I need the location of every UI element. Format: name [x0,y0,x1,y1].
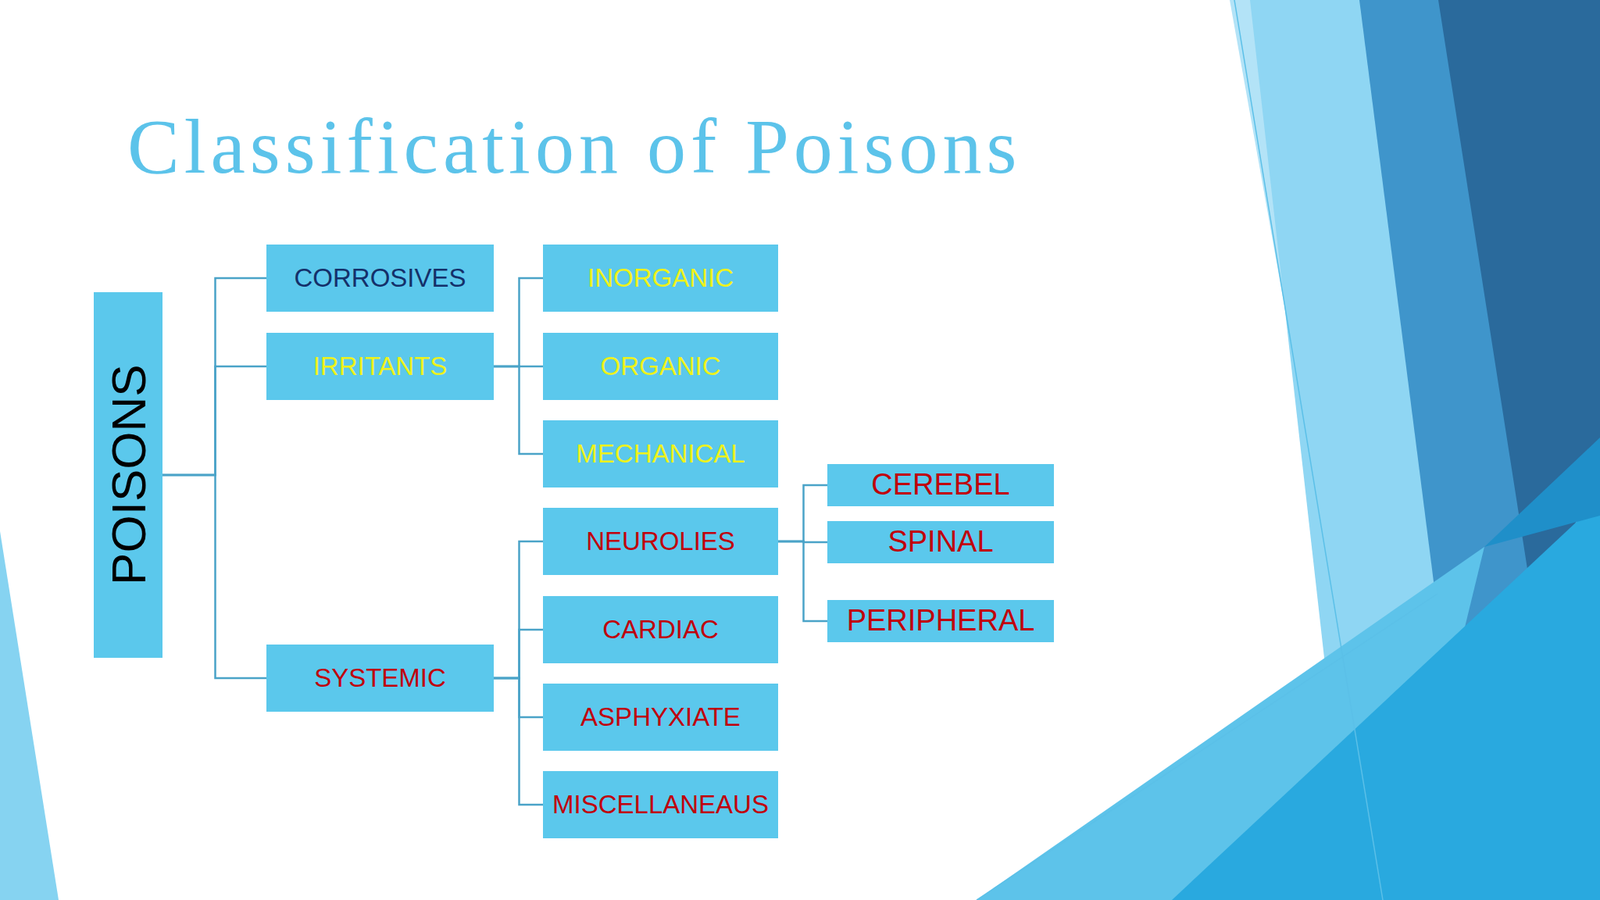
box-label: CARDIAC [602,614,719,645]
box-label: MISCELLANEAUS [552,789,769,820]
category-box: ASPHYXIATE [542,683,779,751]
category-box: INORGANIC [542,244,779,312]
box-label: SPINAL [887,525,993,560]
root-box: POISONS [93,292,163,658]
bright-triangle [1171,500,1600,900]
box-label: ASPHYXIATE [580,702,741,733]
box-label: CEREBEL [871,467,1010,503]
category-box: CORROSIVES [266,244,494,312]
thin-line [1234,0,1383,900]
tree-connector [493,629,543,679]
box-label: IRRITANTS [313,351,448,382]
category-box: SPINAL [827,521,1054,564]
tree-connector [778,541,828,622]
tree-connector [493,366,543,454]
category-box: NEUROLIES [542,507,779,575]
category-box: SYSTEMIC [266,644,494,712]
box-label: PERIPHERAL [846,603,1036,639]
left-strip [0,531,59,900]
category-box: MISCELLANEAUS [542,771,779,839]
category-box: MECHANICAL [542,420,779,488]
tree-connector [493,678,543,805]
category-box: IRRITANTS [266,332,494,400]
category-box: CARDIAC [542,596,779,664]
tree-connector [493,541,543,679]
tree-connector [162,475,267,679]
category-box: CEREBEL [827,464,1054,507]
box-label: NEUROLIES [585,526,736,557]
category-box: PERIPHERAL [827,600,1054,643]
box-label: CORROSIVES [293,263,466,293]
slide-title: Classification of Poisons [127,100,1022,194]
box-label: ORGANIC [600,351,721,382]
box-label: INORGANIC [587,263,734,293]
tree-connector [493,278,543,367]
tree-connector [162,366,267,475]
box-label: MECHANICAL [575,439,745,469]
tree-connector [778,485,828,542]
category-box: ORGANIC [542,332,779,400]
box-label: POISONS [100,364,156,586]
box-label: SYSTEMIC [314,663,447,693]
tree-connector [162,278,267,475]
dark-band [1438,0,1600,594]
deep-triangle [1484,437,1600,547]
